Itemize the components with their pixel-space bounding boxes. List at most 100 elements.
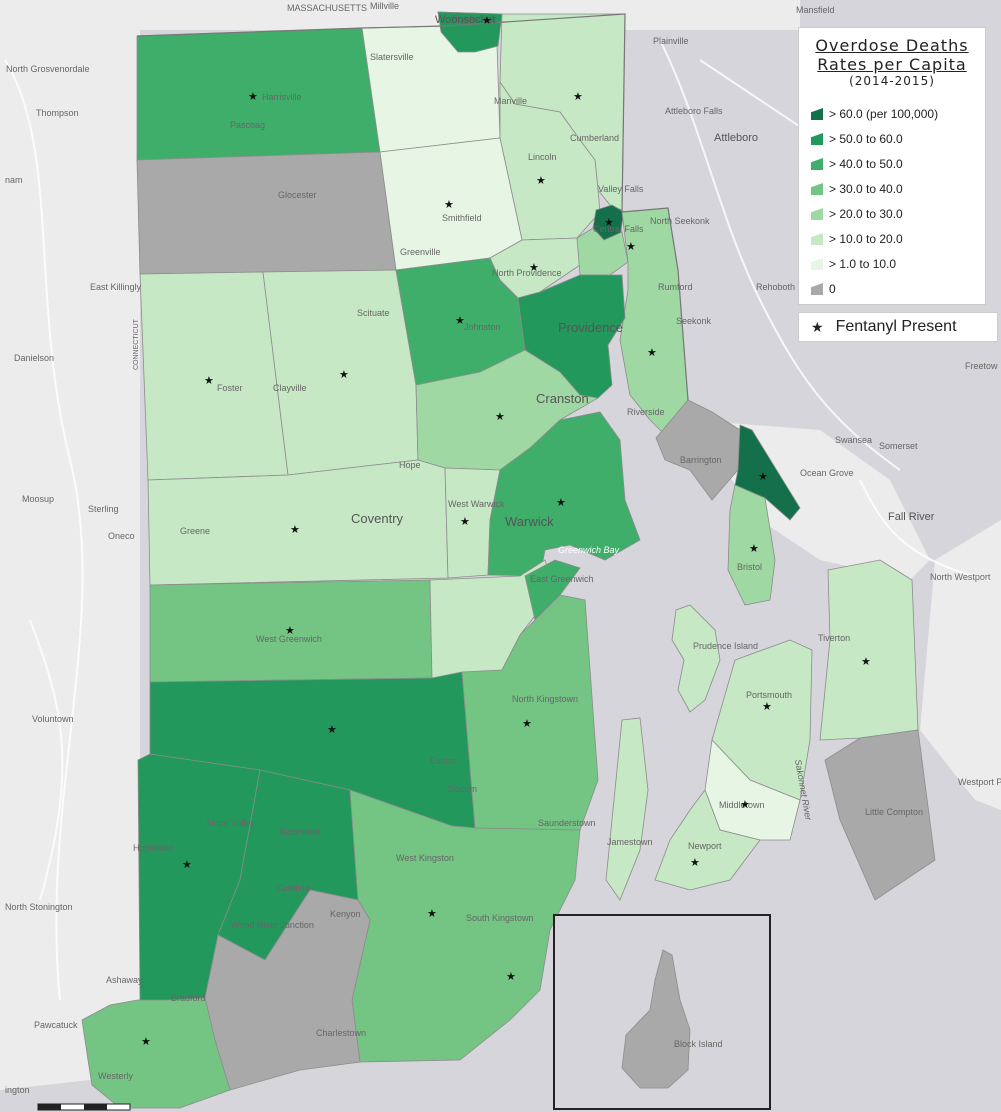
- fentanyl-star: ★: [444, 199, 454, 211]
- label-jamestown: Jamestown: [607, 837, 653, 847]
- legend-swatch: [811, 183, 823, 195]
- label-somerset: Somerset: [879, 441, 918, 451]
- town-foster: [139, 271, 289, 481]
- legend-item-label: > 40.0 to 50.0: [829, 157, 903, 171]
- label-slatersville: Slatersville: [370, 52, 414, 62]
- label-greenwich-bay: Greenwich Bay: [558, 545, 620, 555]
- label-kenyon: Kenyon: [330, 909, 361, 919]
- label-seekonk: Seekonk: [676, 316, 712, 326]
- label-stonington: ington: [5, 1085, 30, 1095]
- label-exeter: Exeter: [430, 756, 456, 766]
- label-bristol: Bristol: [737, 562, 762, 572]
- fentanyl-star: ★: [327, 724, 337, 736]
- fentanyl-legend: ★ Fentanyl Present: [798, 312, 998, 342]
- label-west-kingston: West Kingston: [396, 853, 454, 863]
- legend-item: > 30.0 to 40.0: [811, 181, 903, 197]
- legend-title-line-1: Overdose Deaths: [815, 36, 969, 55]
- label-voluntown: Voluntown: [32, 714, 74, 724]
- label-barrington: Barrington: [680, 455, 722, 465]
- block-island: [621, 949, 691, 1089]
- label-valley-falls: Valley Falls: [598, 184, 644, 194]
- fentanyl-star: ★: [285, 625, 295, 637]
- label-greene: Greene: [180, 526, 210, 536]
- legend-item: > 60.0 (per 100,000): [811, 106, 938, 122]
- connecticut-land: [0, 0, 140, 1090]
- label-thompson: Thompson: [36, 108, 79, 118]
- town-burrillville: [136, 27, 381, 161]
- town-warren: [734, 424, 801, 521]
- label-massachusetts: MASSACHUSETTS: [287, 3, 367, 13]
- town-jamestown: [605, 717, 649, 901]
- label-block-island: Block Island: [674, 1039, 723, 1049]
- label-fall-river: Fall River: [888, 511, 935, 523]
- town-tiverton: [819, 559, 919, 741]
- label-blackstone: Blackstone: [452, 14, 496, 24]
- label-north-stonington: North Stonington: [5, 902, 73, 912]
- fentanyl-star: ★: [758, 471, 768, 483]
- legend-item-label: > 10.0 to 20.0: [829, 232, 903, 246]
- fentanyl-star: ★: [182, 859, 192, 871]
- legend-item: > 20.0 to 30.0: [811, 206, 903, 222]
- scale-bar: [37, 1103, 131, 1111]
- label-foster: Foster: [217, 383, 243, 393]
- label-scituate: Scituate: [357, 308, 390, 318]
- label-plainville: Plainville: [653, 36, 689, 46]
- fentanyl-star: ★: [248, 91, 258, 103]
- fentanyl-star: ★: [536, 175, 546, 187]
- legend-item-label: > 1.0 to 10.0: [829, 257, 897, 271]
- fentanyl-legend-label: Fentanyl Present: [835, 318, 957, 335]
- label-millville: Millville: [370, 1, 399, 11]
- fentanyl-star: ★: [290, 524, 300, 536]
- fentanyl-star: ★: [141, 1036, 151, 1048]
- label-north-seekonk: North Seekonk: [650, 216, 710, 226]
- label-little-compton: Little Compton: [865, 807, 923, 817]
- legend-item-label: 0: [829, 282, 836, 296]
- label-coventry: Coventry: [351, 511, 404, 526]
- town-east-greenwich-2: [524, 559, 581, 621]
- town-westerly: [81, 997, 231, 1109]
- label-providence: Providence: [558, 320, 623, 335]
- label-danielson: Danielson: [14, 353, 54, 363]
- label-east-greenwich: East Greenwich: [530, 574, 594, 584]
- legend-swatch: [811, 233, 823, 245]
- legend-panel: Overdose Deaths Rates per Capita (2014-2…: [798, 27, 986, 305]
- label-putnam: nam: [5, 175, 23, 185]
- legend-swatch: [811, 158, 823, 170]
- block-island-inset-frame: [553, 914, 771, 1110]
- label-cumberland: Cumberland: [570, 133, 619, 143]
- label-manville: Manville: [494, 96, 527, 106]
- label-hope-valley: Hope Valley: [207, 818, 255, 828]
- label-north-grosvenordale: North Grosvenordale: [6, 64, 90, 74]
- label-slocum: Slocum: [447, 784, 477, 794]
- fentanyl-star: ★: [506, 971, 516, 983]
- label-ashaway: Ashaway: [106, 975, 143, 985]
- town-glocester: [136, 151, 397, 275]
- label-prudence-island: Prudence Island: [693, 641, 758, 651]
- fentanyl-star: ★: [495, 411, 505, 423]
- label-saunderstown: Saunderstown: [538, 818, 596, 828]
- fentanyl-star: ★: [647, 347, 657, 359]
- fentanyl-star: ★: [626, 241, 636, 253]
- state-border: [136, 13, 689, 401]
- label-swansea: Swansea: [835, 435, 872, 445]
- label-sterling: Sterling: [88, 504, 119, 514]
- label-greenville: Greenville: [400, 247, 441, 257]
- legend-item-label: > 30.0 to 40.0: [829, 182, 903, 196]
- label-harrisville: Harrisville: [262, 92, 302, 102]
- label-woonsocket: Woonsocket: [435, 14, 495, 26]
- legend-item: 0: [811, 281, 836, 297]
- label-ocean-grove: Ocean Grove: [800, 468, 854, 478]
- fentanyl-star: ★: [455, 315, 465, 327]
- label-glocester: Glocester: [278, 190, 317, 200]
- label-lincoln: Lincoln: [528, 152, 557, 162]
- label-westerly: Westerly: [98, 1071, 133, 1081]
- legend-item: > 10.0 to 20.0: [811, 231, 903, 247]
- label-moosup: Moosup: [22, 494, 54, 504]
- label-hopkinton: Hopkinton: [133, 843, 174, 853]
- legend-item: > 40.0 to 50.0: [811, 156, 903, 172]
- fentanyl-markers: ★ ★ ★ ★ ★ ★ ★ ★ ★ ★ ★ ★ ★ ★ ★ ★ ★ ★ ★ ★ …: [141, 15, 871, 1048]
- label-carolina: Carolina: [276, 883, 310, 893]
- label-middletown: Middletown: [719, 800, 765, 810]
- municipality-layer: [81, 11, 936, 1109]
- town-bristol: [727, 484, 776, 606]
